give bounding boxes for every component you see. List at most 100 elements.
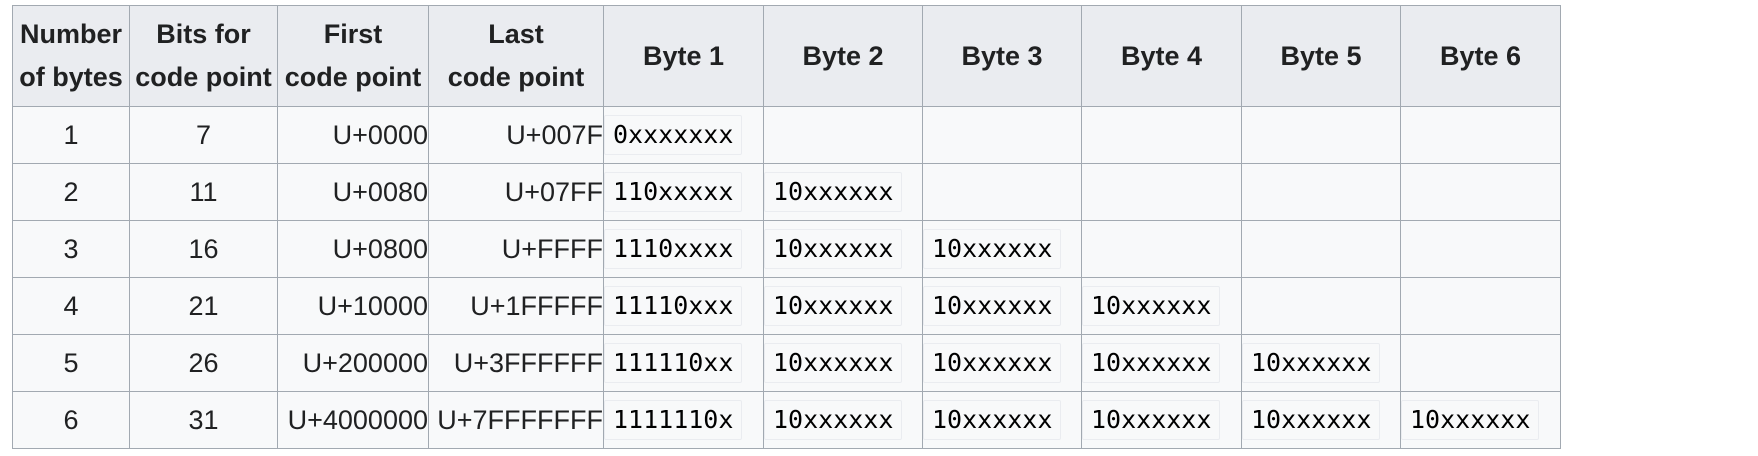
bits-cell: 31 <box>129 391 278 449</box>
byte-cell: 11110xxx <box>603 277 764 335</box>
byte-cell: 10xxxxxx <box>763 220 923 278</box>
header-byte-6: Byte 6 <box>1400 5 1561 107</box>
byte-cell: 1110xxxx <box>603 220 764 278</box>
byte-pattern: 10xxxxxx <box>1401 400 1540 440</box>
byte-pattern: 10xxxxxx <box>764 229 903 269</box>
byte-cell: 10xxxxxx <box>922 391 1082 449</box>
unused-byte-cell <box>1400 334 1561 392</box>
header-row: Number of bytes Bits for code point Firs… <box>12 5 1561 107</box>
first-code-point-cell: U+0000 <box>277 106 429 164</box>
header-byte-4: Byte 4 <box>1081 5 1242 107</box>
byte-pattern: 10xxxxxx <box>1242 343 1381 383</box>
first-code-point-cell: U+200000 <box>277 334 429 392</box>
table-row: 3 16 U+0800 U+FFFF 1110xxxx 10xxxxxx 10x… <box>12 220 1561 278</box>
unused-byte-cell <box>1241 277 1401 335</box>
byte-pattern: 10xxxxxx <box>923 343 1062 383</box>
num-bytes-cell: 5 <box>12 334 130 392</box>
byte-cell: 111110xx <box>603 334 764 392</box>
header-byte-1: Byte 1 <box>603 5 764 107</box>
byte-cell: 10xxxxxx <box>1081 334 1242 392</box>
table-row: 2 11 U+0080 U+07FF 110xxxxx 10xxxxxx <box>12 163 1561 221</box>
byte-pattern: 111110xx <box>604 343 743 383</box>
unused-byte-cell <box>1241 106 1401 164</box>
header-text: code point <box>135 62 272 92</box>
header-text: Last <box>488 19 544 49</box>
bits-cell: 11 <box>129 163 278 221</box>
byte-cell: 0xxxxxxx <box>603 106 764 164</box>
unused-byte-cell <box>1241 220 1401 278</box>
header-text: First <box>323 19 383 49</box>
table-row: 6 31 U+4000000 U+7FFFFFFF 1111110x 10xxx… <box>12 391 1561 449</box>
first-code-point-cell: U+10000 <box>277 277 429 335</box>
first-code-point-cell: U+4000000 <box>277 391 429 449</box>
header-text: Number <box>19 19 122 49</box>
byte-pattern: 10xxxxxx <box>923 286 1062 326</box>
unused-byte-cell <box>1081 220 1242 278</box>
byte-pattern: 10xxxxxx <box>923 400 1062 440</box>
first-code-point-cell: U+0800 <box>277 220 429 278</box>
byte-pattern: 10xxxxxx <box>764 400 903 440</box>
header-text: Byte 4 <box>1120 40 1203 71</box>
header-text: Byte 6 <box>1439 40 1522 71</box>
last-code-point-cell: U+FFFF <box>428 220 604 278</box>
byte-cell: 10xxxxxx <box>1241 334 1401 392</box>
unused-byte-cell <box>922 106 1082 164</box>
utf8-encoding-table: Number of bytes Bits for code point Firs… <box>12 5 1561 449</box>
byte-pattern: 10xxxxxx <box>923 229 1062 269</box>
byte-cell: 10xxxxxx <box>763 391 923 449</box>
num-bytes-cell: 2 <box>12 163 130 221</box>
header-byte-5: Byte 5 <box>1241 5 1401 107</box>
unused-byte-cell <box>763 106 923 164</box>
unused-byte-cell <box>1400 106 1561 164</box>
bits-cell: 16 <box>129 220 278 278</box>
last-code-point-cell: U+3FFFFFF <box>428 334 604 392</box>
header-bits-for-code-point: Bits for code point <box>129 5 278 107</box>
byte-cell: 10xxxxxx <box>922 334 1082 392</box>
byte-pattern: 110xxxxx <box>604 172 743 212</box>
byte-pattern: 10xxxxxx <box>1082 343 1221 383</box>
bits-cell: 26 <box>129 334 278 392</box>
header-last-code-point: Last code point <box>428 5 604 107</box>
byte-pattern: 10xxxxxx <box>1082 286 1221 326</box>
header-byte-3: Byte 3 <box>922 5 1082 107</box>
header-text: Byte 3 <box>961 40 1043 71</box>
last-code-point-cell: U+7FFFFFFF <box>428 391 604 449</box>
bits-cell: 21 <box>129 277 278 335</box>
byte-cell: 10xxxxxx <box>922 277 1082 335</box>
byte-pattern: 10xxxxxx <box>764 286 903 326</box>
unused-byte-cell <box>1400 277 1561 335</box>
byte-cell: 1111110x <box>603 391 764 449</box>
byte-cell: 10xxxxxx <box>763 277 923 335</box>
unused-byte-cell <box>922 163 1082 221</box>
last-code-point-cell: U+07FF <box>428 163 604 221</box>
byte-cell: 10xxxxxx <box>1081 391 1242 449</box>
unused-byte-cell <box>1400 163 1561 221</box>
first-code-point-cell: U+0080 <box>277 163 429 221</box>
header-text: code point <box>447 62 585 92</box>
byte-pattern: 10xxxxxx <box>1242 400 1381 440</box>
byte-cell: 10xxxxxx <box>763 334 923 392</box>
header-text: Byte 1 <box>642 40 725 71</box>
header-number-of-bytes: Number of bytes <box>12 5 130 107</box>
byte-pattern: 1110xxxx <box>604 229 743 269</box>
num-bytes-cell: 1 <box>12 106 130 164</box>
byte-pattern: 10xxxxxx <box>764 172 903 212</box>
byte-cell: 10xxxxxx <box>1241 391 1401 449</box>
unused-byte-cell <box>1400 220 1561 278</box>
table-row: 4 21 U+10000 U+1FFFFF 11110xxx 10xxxxxx … <box>12 277 1561 335</box>
unused-byte-cell <box>1081 106 1242 164</box>
table-row: 1 7 U+0000 U+007F 0xxxxxxx <box>12 106 1561 164</box>
last-code-point-cell: U+1FFFFF <box>428 277 604 335</box>
byte-cell: 10xxxxxx <box>1400 391 1561 449</box>
byte-cell: 10xxxxxx <box>1081 277 1242 335</box>
header-text: Bits for <box>156 19 251 49</box>
last-code-point-cell: U+007F <box>428 106 604 164</box>
unused-byte-cell <box>1241 163 1401 221</box>
header-first-code-point: First code point <box>277 5 429 107</box>
header-text: code point <box>284 62 422 92</box>
byte-pattern: 1111110x <box>604 400 743 440</box>
header-byte-2: Byte 2 <box>763 5 923 107</box>
byte-pattern: 10xxxxxx <box>1082 400 1221 440</box>
byte-cell: 10xxxxxx <box>763 163 923 221</box>
num-bytes-cell: 3 <box>12 220 130 278</box>
